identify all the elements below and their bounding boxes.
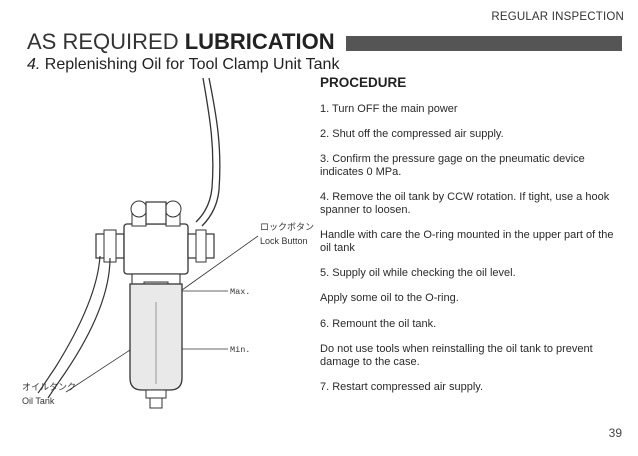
procedure-step: 1. Turn OFF the main power [320, 103, 458, 115]
lock-button-label: Lock Button [260, 236, 308, 246]
oil-tank-label-jp: オイルタンク [22, 382, 76, 392]
min-level-label: Min. [230, 345, 250, 355]
procedure-note: Apply some oil to the O-ring. [320, 292, 459, 304]
page-title: AS REQUIRED LUBRICATION [27, 29, 335, 55]
subtitle-number: 4. [27, 56, 41, 73]
max-level-label: Max. [230, 287, 250, 297]
subtitle-text: Replenishing Oil for Tool Clamp Unit Tan… [40, 56, 340, 73]
procedure-step: 5. Supply oil while checking the oil lev… [320, 267, 516, 279]
oil-tank-diagram: ロックボタン Lock Button Max. Min. オイルタンク Oil … [22, 78, 314, 409]
page-title-light: AS REQUIRED [27, 29, 185, 54]
procedure-step: 4. Remove the oil tank by CCW rotation. … [320, 191, 610, 216]
page-subtitle: 4. Replenishing Oil for Tool Clamp Unit … [27, 56, 339, 74]
procedure-step: 2. Shut off the compressed air supply. [320, 128, 504, 140]
page-number: 39 [608, 426, 622, 440]
oil-tank-label: Oil Tank [22, 396, 55, 406]
section-header-label: REGULAR INSPECTION [491, 11, 624, 23]
page-title-bold: LUBRICATION [184, 29, 335, 54]
procedure-step: 7. Restart compressed air supply. [320, 381, 484, 393]
procedure-step: 6. Remount the oil tank. [320, 318, 437, 330]
procedure-note: Do not use tools when reinstalling the o… [320, 343, 593, 368]
procedure-heading: PROCEDURE [320, 75, 407, 90]
procedure-note: Handle with care the O-ring mounted in t… [320, 229, 614, 254]
procedure-step: 3. Confirm the pressure gage on the pneu… [320, 153, 585, 178]
lock-button-label-jp: ロックボタン [260, 222, 314, 232]
title-decoration-bar [346, 36, 622, 51]
